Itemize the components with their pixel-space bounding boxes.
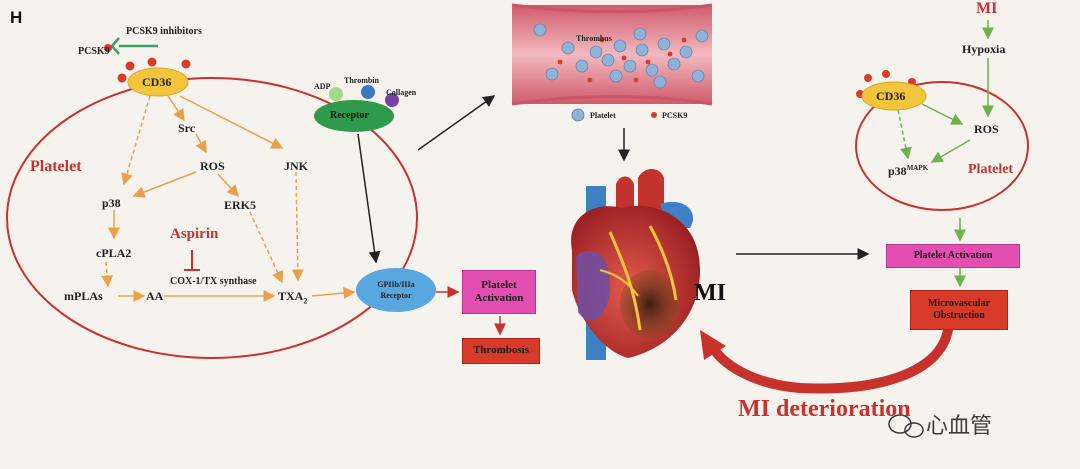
pcsk9-dots-right [856,70,916,98]
legend-platelet-label: Platelet [590,111,616,120]
adp-label: ADP [314,82,331,91]
receptor-node [314,100,394,132]
pathway-arrows [101,95,356,302]
ros-right-label: ROS [974,122,999,136]
aspirin-label: Aspirin [170,226,219,242]
thrombin-label: Thrombin [344,76,379,85]
platelet-right-label: Platelet [968,162,1014,177]
legend-pcsk9-label: PCSK9 [662,111,688,120]
collagen-label: Collagen [386,88,417,97]
p38-label: p38 [102,196,121,210]
pcsk9-label: PCSK9 [78,46,110,57]
platelet-membrane-left [6,77,418,359]
pcsk9-inhibitors-label: PCSK9 inhibitors [126,26,202,37]
thrombus-cluster [533,23,709,89]
watermark-logo-icon [888,414,924,438]
mi-deterioration-arrow [700,325,953,394]
gp-receptor-node [356,268,436,312]
mplas-label: mPLAs [64,289,103,303]
thrombus-label: Thrombus [576,34,612,43]
pcsk9-dots [117,57,191,83]
erk5-label: ERK5 [224,198,257,212]
ros-label: ROS [200,159,225,173]
aspirin-inhibition [184,250,200,271]
platelet-label: Platelet [30,158,82,175]
platelet-membrane-right [855,81,1029,211]
p38-right-label: p38MAPK [888,164,929,178]
platelet-activation-box: Platelet Activation [462,270,536,314]
cd36-node-right [861,81,927,111]
mi-deterioration-label: MI deterioration [738,396,911,422]
heart-illustration [571,169,701,360]
cd36-node [127,67,189,97]
txa2-label: TXA2 [278,289,308,306]
mi-right-label: MI [976,0,998,17]
blood-vessel [511,3,713,106]
cd36-label: CD36 [142,75,172,89]
src-label: Src [178,121,196,135]
platelet-activation-right-box: Platelet Activation [886,244,1020,268]
right-pathway-arrows [897,20,994,288]
pcsk9-inhibitor-icon [104,37,158,55]
cd36-right-label: CD36 [876,89,906,103]
ligand-circles [329,85,399,107]
aa-label: AA [146,289,164,303]
receptor-label: Receptor [330,110,369,121]
cpla2-label: cPLA2 [96,246,132,260]
watermark-text: 心血管 [926,414,993,439]
hypoxia-label: Hypoxia [962,42,1006,56]
cox-label: COX-1/TX synthase [170,276,257,287]
thrombosis-box: Thrombosis [462,338,540,364]
jnk-label: JNK [284,159,308,173]
vessel-legend-icons [571,108,657,122]
receptor-to-gp-arrow [357,95,506,336]
panel-label: H [10,8,23,27]
mi-label: MI [694,280,726,306]
